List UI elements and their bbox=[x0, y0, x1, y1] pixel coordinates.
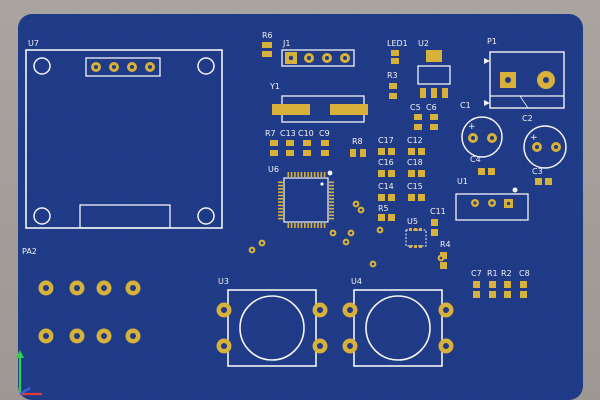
c11-capacitor[interactable] bbox=[431, 219, 438, 236]
c1-electrolytic-capacitor[interactable]: + bbox=[461, 116, 503, 158]
label-c12: C12 bbox=[407, 136, 423, 145]
u1-regulator[interactable] bbox=[455, 187, 529, 221]
u2-regulator[interactable] bbox=[417, 50, 451, 98]
u6-microcontroller[interactable] bbox=[278, 170, 334, 228]
y1-crystal[interactable] bbox=[272, 95, 368, 123]
label-c14: C14 bbox=[378, 182, 394, 191]
label-c1: C1 bbox=[460, 101, 471, 110]
r6-resistor[interactable] bbox=[262, 42, 272, 57]
label-c13: C13 bbox=[280, 129, 296, 138]
label-c10: C10 bbox=[298, 129, 314, 138]
label-c15: C15 bbox=[407, 182, 423, 191]
label-r4: R4 bbox=[440, 240, 451, 249]
svg-text:+: + bbox=[530, 133, 538, 143]
label-u7: U7 bbox=[28, 39, 39, 48]
label-r1: R1 bbox=[487, 269, 498, 278]
label-r3: R3 bbox=[387, 71, 398, 80]
label-c17: C17 bbox=[378, 136, 394, 145]
c7-capacitor[interactable] bbox=[473, 281, 480, 298]
p1-terminal-block[interactable] bbox=[484, 51, 565, 109]
label-u5: U5 bbox=[407, 217, 418, 226]
r3-resistor[interactable] bbox=[389, 83, 397, 99]
label-r2: R2 bbox=[501, 269, 512, 278]
c15-capacitor[interactable] bbox=[408, 194, 425, 201]
label-c8: C8 bbox=[519, 269, 530, 278]
label-c11: C11 bbox=[430, 207, 446, 216]
u3-tactile-switch[interactable] bbox=[216, 289, 328, 367]
c10-capacitor[interactable] bbox=[303, 140, 311, 156]
c2-electrolytic-capacitor[interactable]: + bbox=[523, 125, 567, 169]
label-r6: R6 bbox=[262, 31, 273, 40]
c6-capacitor[interactable] bbox=[430, 114, 438, 130]
label-c5: C5 bbox=[410, 103, 421, 112]
label-u6: U6 bbox=[268, 165, 279, 174]
pa2-pads[interactable] bbox=[38, 280, 141, 344]
label-c2: C2 bbox=[522, 114, 533, 123]
axis-triad bbox=[16, 350, 42, 396]
label-c16: C16 bbox=[378, 158, 394, 167]
c8-capacitor[interactable] bbox=[520, 281, 527, 298]
label-j1: J1 bbox=[282, 39, 290, 48]
label-c9: C9 bbox=[319, 129, 330, 138]
svg-text:+: + bbox=[468, 122, 476, 132]
label-y1: Y1 bbox=[269, 82, 280, 91]
c12-capacitor[interactable] bbox=[408, 148, 425, 155]
label-p1: P1 bbox=[487, 37, 497, 46]
c16-capacitor[interactable] bbox=[378, 170, 395, 177]
u7-display-module[interactable] bbox=[25, 49, 223, 229]
label-c6: C6 bbox=[426, 103, 437, 112]
label-led1: LED1 bbox=[387, 39, 408, 48]
label-c4: C4 bbox=[470, 155, 481, 164]
label-c18: C18 bbox=[407, 158, 423, 167]
label-u4: U4 bbox=[351, 277, 362, 286]
label-u1: U1 bbox=[457, 177, 468, 186]
r5-resistor[interactable] bbox=[378, 214, 395, 221]
led1[interactable] bbox=[391, 50, 399, 64]
j1-connector[interactable] bbox=[281, 49, 355, 67]
label-c7: C7 bbox=[471, 269, 482, 278]
c17-capacitor[interactable] bbox=[378, 148, 395, 155]
u4-tactile-switch[interactable] bbox=[342, 289, 454, 367]
r1-resistor[interactable] bbox=[489, 281, 496, 298]
c13-capacitor[interactable] bbox=[286, 140, 294, 156]
c14-capacitor[interactable] bbox=[378, 194, 395, 201]
label-pa2: PA2 bbox=[22, 247, 37, 256]
label-r8: R8 bbox=[352, 137, 363, 146]
u5-ic[interactable] bbox=[405, 228, 427, 248]
label-r7: R7 bbox=[265, 129, 276, 138]
label-r5: R5 bbox=[378, 204, 389, 213]
r8-resistor[interactable] bbox=[350, 149, 366, 157]
r2-resistor[interactable] bbox=[504, 281, 511, 298]
c3-capacitor[interactable] bbox=[535, 178, 552, 185]
r7-resistor[interactable] bbox=[270, 140, 278, 156]
c5-capacitor[interactable] bbox=[414, 114, 422, 130]
label-u2: U2 bbox=[418, 39, 429, 48]
label-c3: C3 bbox=[532, 167, 543, 176]
r4-resistor[interactable] bbox=[440, 252, 447, 269]
vias bbox=[248, 200, 445, 268]
c9-capacitor[interactable] bbox=[321, 140, 329, 156]
c18-capacitor[interactable] bbox=[408, 170, 425, 177]
c4-capacitor[interactable] bbox=[478, 168, 495, 175]
label-u3: U3 bbox=[218, 277, 229, 286]
